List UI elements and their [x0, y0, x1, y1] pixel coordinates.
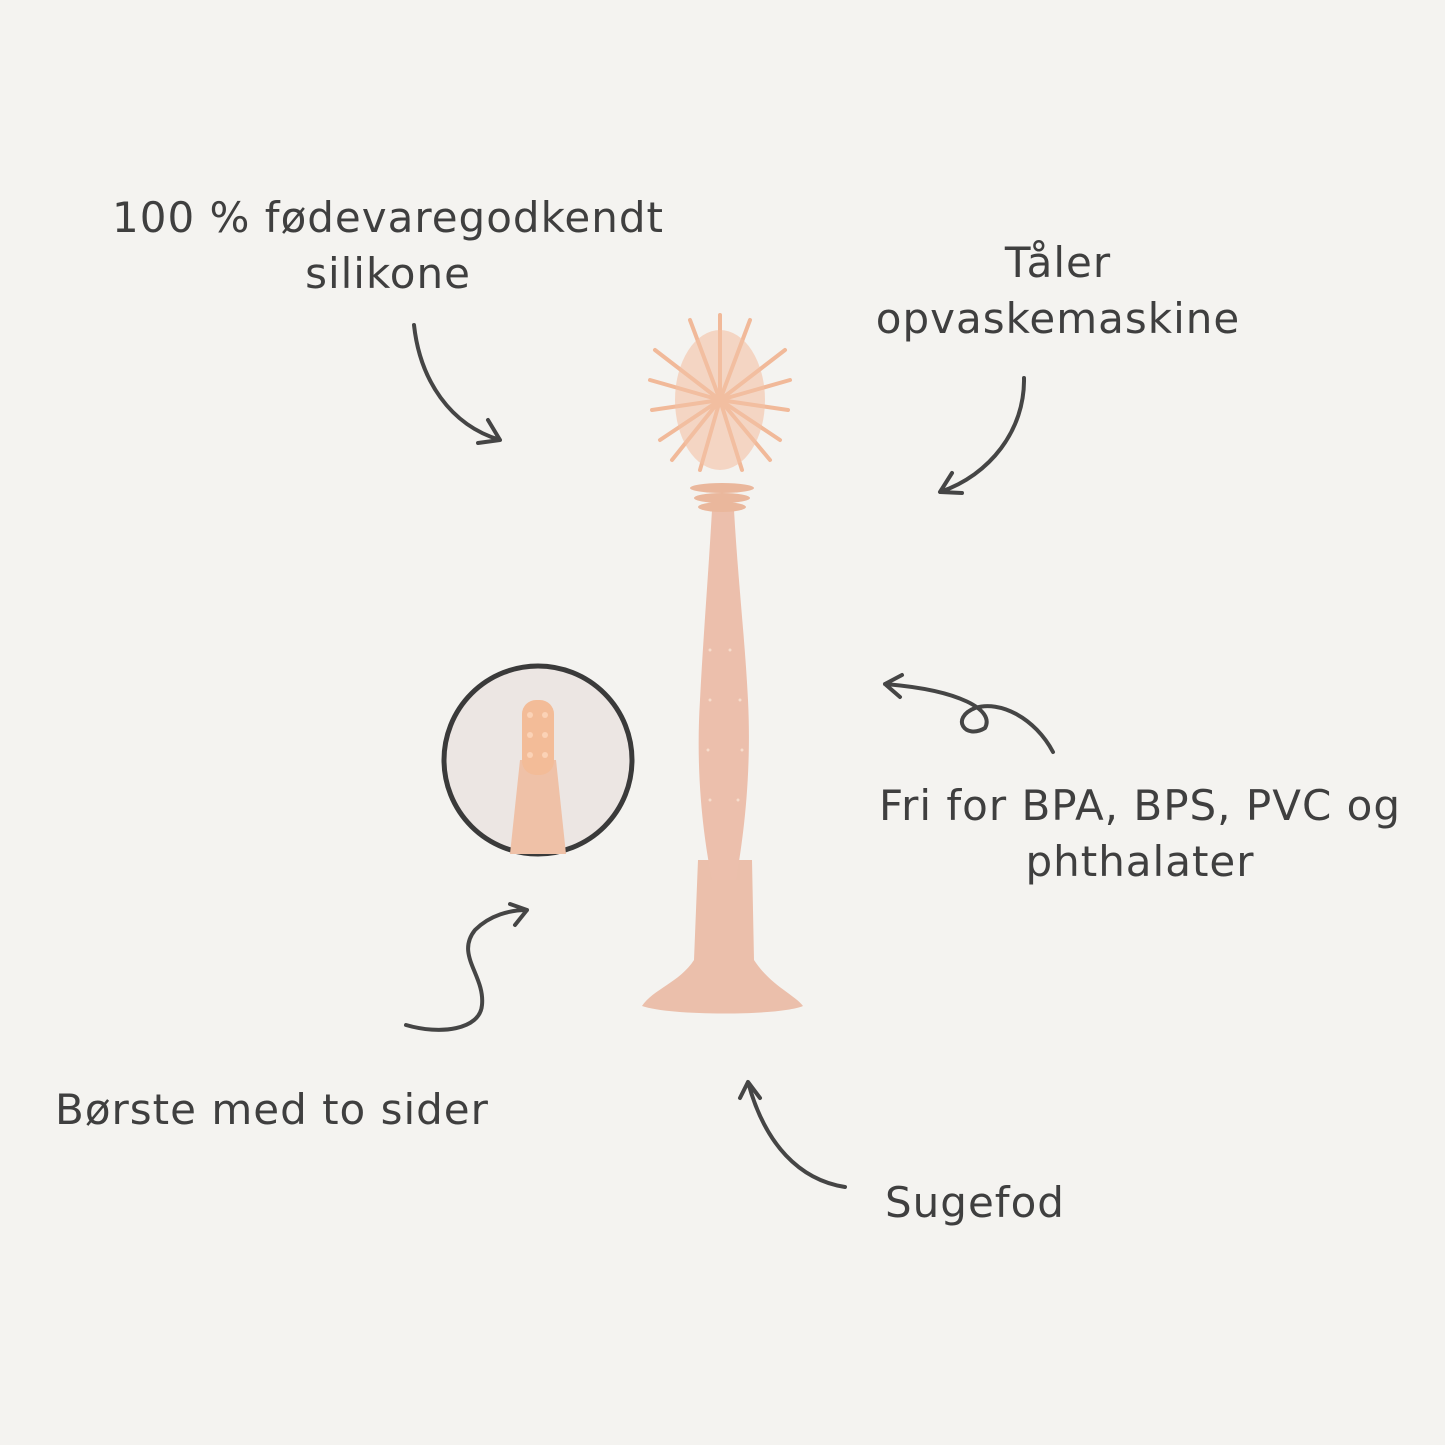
- feature-dishwasher-line2: opvaskemaskine: [875, 294, 1241, 343]
- arrow-two-sided: [404, 902, 529, 1032]
- bottle-brush: [642, 313, 803, 1014]
- arrow-suction: [738, 1080, 847, 1189]
- feature-bpa-free: Fri for BPA, BPS, PVC og phthalater: [879, 778, 1401, 890]
- feature-dishwasher-line1: Tåler: [1004, 238, 1112, 287]
- arrow-bpa: [883, 673, 1055, 754]
- feature-food-grade-line2: silikone: [305, 249, 471, 298]
- suction-foot: [642, 860, 803, 1014]
- feature-food-grade-line1: 100 % fødevaregodkendt: [112, 193, 664, 242]
- neck-rings: [690, 483, 754, 512]
- grip-dots: [706, 648, 744, 802]
- feature-bpa-free-line2: phthalater: [1025, 837, 1255, 886]
- arrow-food-grade: [412, 323, 502, 445]
- two-sided-brush-inset: [441, 663, 635, 857]
- feature-food-grade: 100 % fødevaregodkendt silikone: [112, 190, 664, 302]
- feature-dishwasher: Tåler opvaskemaskine: [876, 235, 1240, 347]
- feature-suction: Sugefod: [885, 1178, 1065, 1227]
- arrow-dishwasher: [938, 376, 1027, 495]
- handle: [698, 510, 749, 880]
- feature-two-sided: Børste med to sider: [55, 1085, 489, 1134]
- feature-bpa-free-line1: Fri for BPA, BPS, PVC og: [879, 781, 1401, 830]
